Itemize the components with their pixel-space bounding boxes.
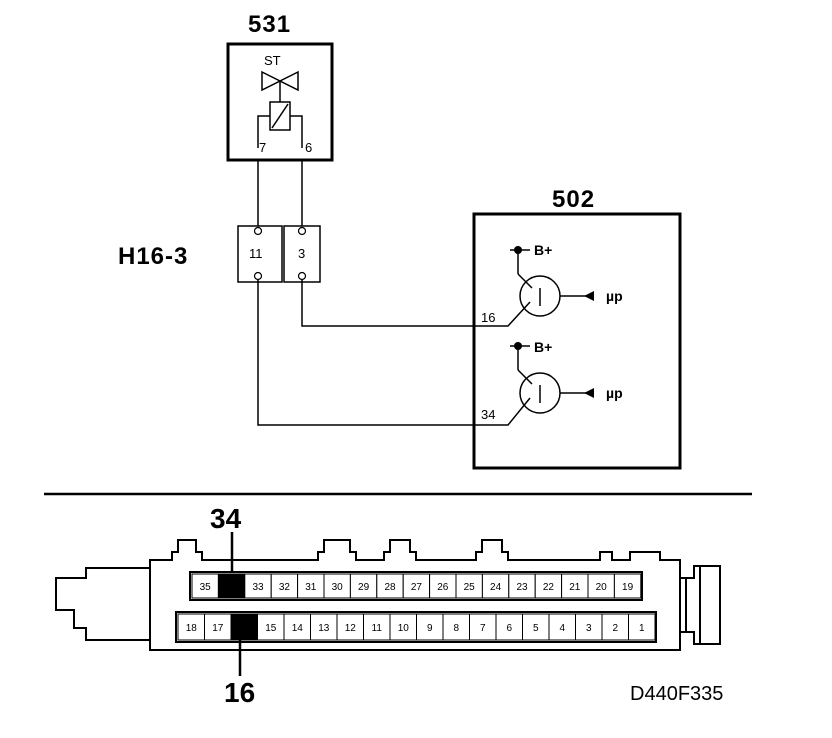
- input-arrow-icon: [584, 291, 594, 301]
- connector-pin-number: 19: [622, 582, 634, 593]
- connector-pin-cell: [204, 613, 232, 641]
- callout-16-label: 16: [224, 677, 255, 708]
- connector-pin-number: 34: [226, 582, 238, 593]
- connector-pin-number: 29: [358, 582, 370, 593]
- connector-pin-3: 3: [298, 246, 305, 261]
- connector-pin-number: 20: [596, 582, 608, 593]
- connector-pin-number: 17: [212, 623, 224, 634]
- connector-pin-number: 28: [384, 582, 396, 593]
- connector-pin-11: 11: [249, 246, 263, 261]
- connector-pin-number: 31: [305, 582, 317, 593]
- connector-pin-number: 22: [543, 582, 555, 593]
- connector-pin-number: 15: [265, 623, 277, 634]
- figure-code: D440F335: [630, 683, 723, 705]
- connector-pin-number: 6: [506, 623, 512, 634]
- component-531-label: 531: [248, 11, 291, 38]
- connector-pin-cell: [601, 613, 629, 641]
- connector-pin-number: 30: [332, 582, 344, 593]
- solenoid-coil-icon: [257, 101, 303, 148]
- connector-pin-cell: [376, 573, 404, 599]
- component-531-box: [226, 42, 334, 162]
- connector-pin-number: 21: [569, 582, 581, 593]
- connector-pin-cell: [481, 573, 510, 599]
- connector-pin-number: 2: [612, 623, 618, 634]
- connector-pin-icons: [253, 226, 307, 281]
- ecu-connector-bottom-row: 18 17 16 15 14 13 12 11 10 9 8 7 6 5 4 3 2 1: [177, 613, 656, 641]
- ecu-connector-body: [55, 539, 721, 651]
- ecu-up-lower: µp: [606, 385, 623, 401]
- callout-34-label: 34: [210, 503, 242, 534]
- connector-pin-number: 32: [279, 582, 291, 593]
- component-502-box: [472, 212, 682, 470]
- connector-pin-number: 25: [464, 582, 476, 593]
- connector-pin-number: 26: [437, 582, 449, 593]
- connector-pin-cell: [416, 613, 444, 641]
- connector-pin-cell: [177, 613, 205, 641]
- connector-pin-cell: [310, 613, 338, 641]
- connector-pin-number: 33: [252, 582, 264, 593]
- connector-pin-cell: [628, 613, 656, 641]
- connector-pin-cell: [270, 573, 299, 599]
- connector-pin-cell: [402, 573, 431, 599]
- connector-pin-number: 12: [345, 623, 357, 634]
- connector-pin-number: 14: [292, 623, 304, 634]
- connector-pin-number: 24: [490, 582, 502, 593]
- input-arrow-icon: [584, 388, 594, 398]
- connector-pin-cell: [244, 573, 272, 599]
- connector-pin-cell: [257, 613, 285, 641]
- ecu-up-upper: µp: [606, 288, 623, 304]
- connector-pin-number: 5: [533, 623, 539, 634]
- ecu-connector-top-row: 35 34 33 32 31 30 29 28 27 26 25 24 23 22 21 20 19: [191, 573, 642, 599]
- connector-pin-number: 3: [586, 623, 592, 634]
- connector-pin-highlighted: [217, 573, 246, 599]
- solenoid-st-label: ST: [264, 53, 281, 68]
- connector-pin-cell: [455, 573, 483, 599]
- valve-icon: [261, 70, 299, 102]
- connector-pin-number: 27: [411, 582, 423, 593]
- connector-pin-number: 4: [559, 623, 565, 634]
- connector-pin-cell: [534, 573, 563, 599]
- solenoid-pin-6: 6: [305, 140, 312, 155]
- connector-pin-cell: [548, 613, 576, 641]
- connector-pin-number: 18: [186, 623, 198, 634]
- connector-pin-number: 23: [516, 582, 528, 593]
- connector-pin-number: 8: [453, 623, 459, 634]
- connector-pin-cell: [469, 613, 497, 641]
- connector-pin-cell: [429, 573, 457, 599]
- connector-pin-number: 1: [639, 623, 645, 634]
- connector-pin-number: 11: [372, 623, 383, 634]
- connector-pin-cell: [336, 613, 364, 641]
- connector-pin-cell: [575, 613, 603, 641]
- ecu-pin-16: 16: [481, 310, 495, 325]
- connector-pin-number: 13: [318, 623, 330, 634]
- connector-pin-number: 9: [427, 623, 433, 634]
- connector-pin-cell: [561, 573, 589, 599]
- connector-pin-number: 35: [200, 582, 212, 593]
- connector-pin-cell: [442, 613, 470, 641]
- transistor-icon: [517, 250, 592, 317]
- solenoid-pin-7: 7: [259, 140, 266, 155]
- connector-pin-number: 7: [480, 623, 486, 634]
- connector-pin-number: 10: [398, 623, 410, 634]
- connector-pin-highlighted: [230, 613, 258, 641]
- ecu-pin-34: 34: [481, 407, 495, 422]
- ecu-b-plus-upper: B+: [534, 242, 552, 258]
- connector-pin-cell: [297, 573, 325, 599]
- component-502-label: 502: [552, 186, 595, 213]
- connector-pin-number: 16: [239, 623, 251, 634]
- wire-11-34: [257, 280, 531, 426]
- connector-pin-cell: [613, 573, 642, 599]
- wire-3-16: [301, 280, 531, 327]
- transistor-icon: [517, 346, 592, 414]
- connector-pin-cell: [389, 613, 417, 641]
- connector-h16-3-label: H16-3: [118, 243, 188, 270]
- ecu-b-plus-lower: B+: [534, 339, 552, 355]
